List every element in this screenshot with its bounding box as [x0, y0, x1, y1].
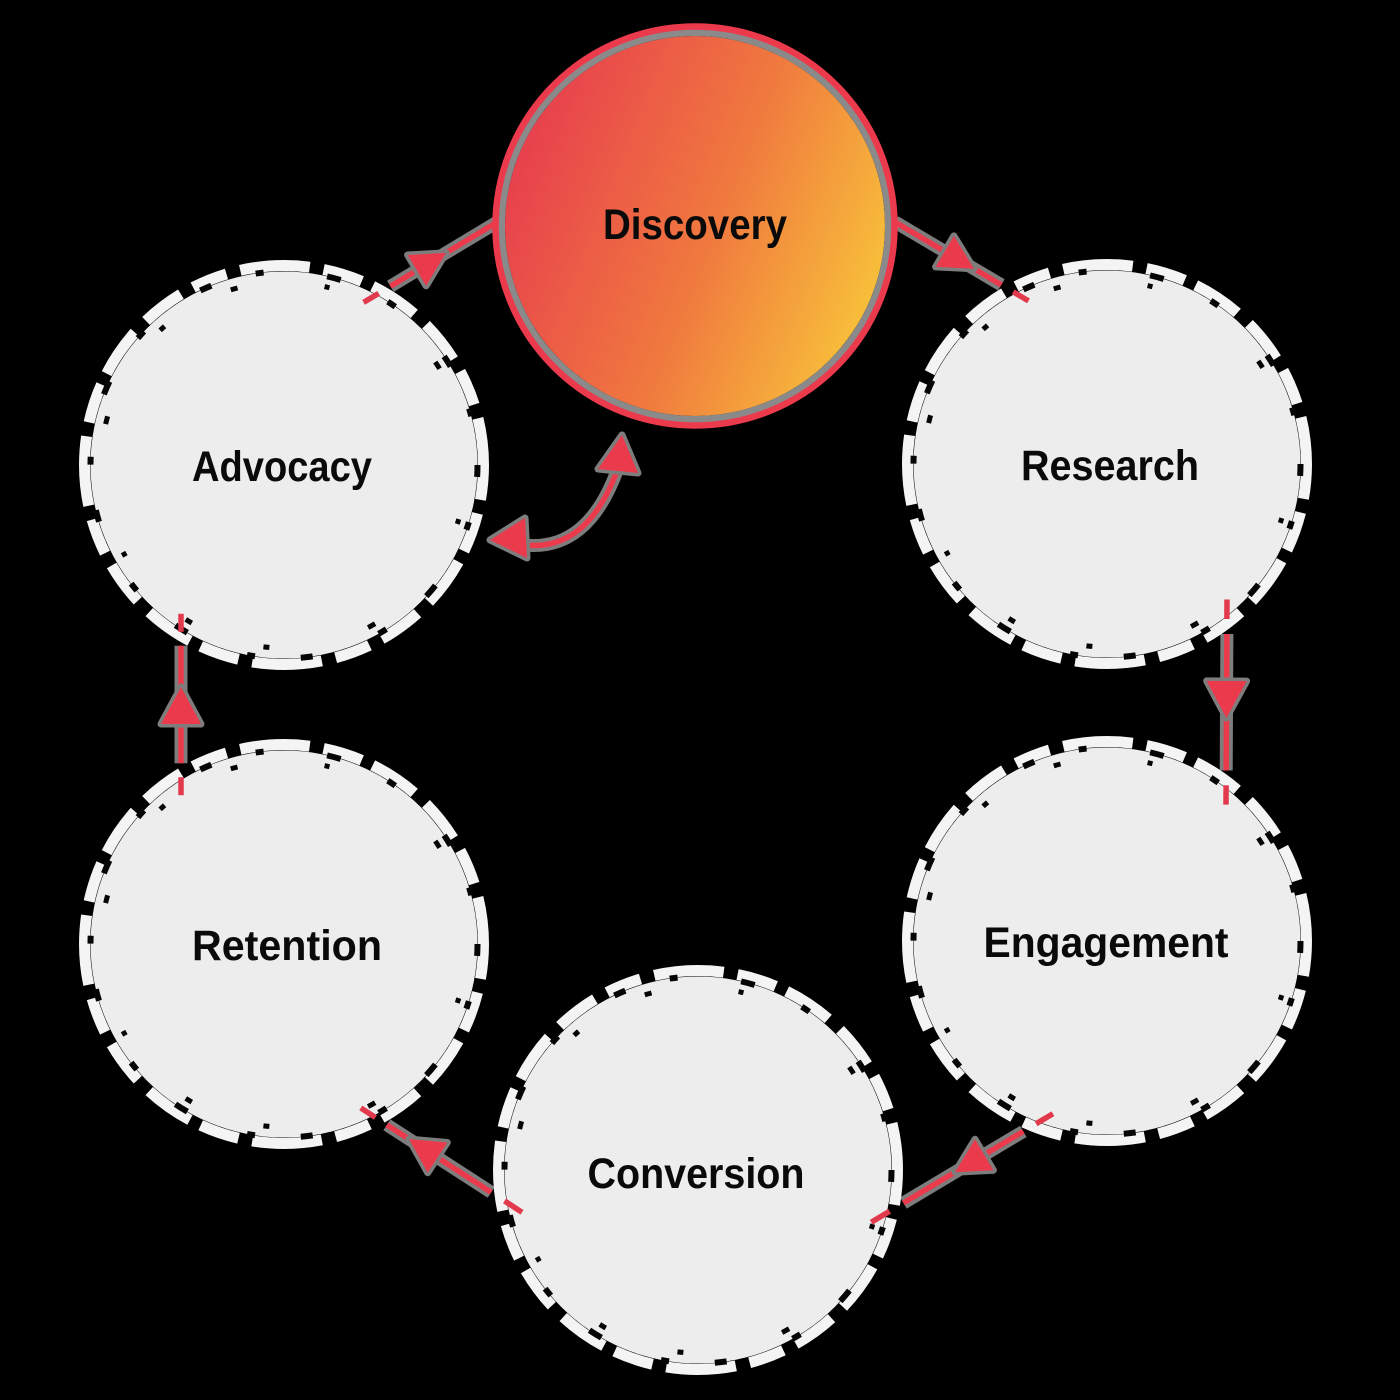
svg-text:Retention: Retention — [192, 922, 382, 970]
svg-text:Engagement: Engagement — [984, 919, 1229, 967]
svg-text:Discovery: Discovery — [603, 201, 787, 249]
svg-text:Advocacy: Advocacy — [192, 443, 372, 491]
svg-text:Conversion: Conversion — [588, 1150, 805, 1198]
svg-text:Research: Research — [1021, 442, 1199, 490]
